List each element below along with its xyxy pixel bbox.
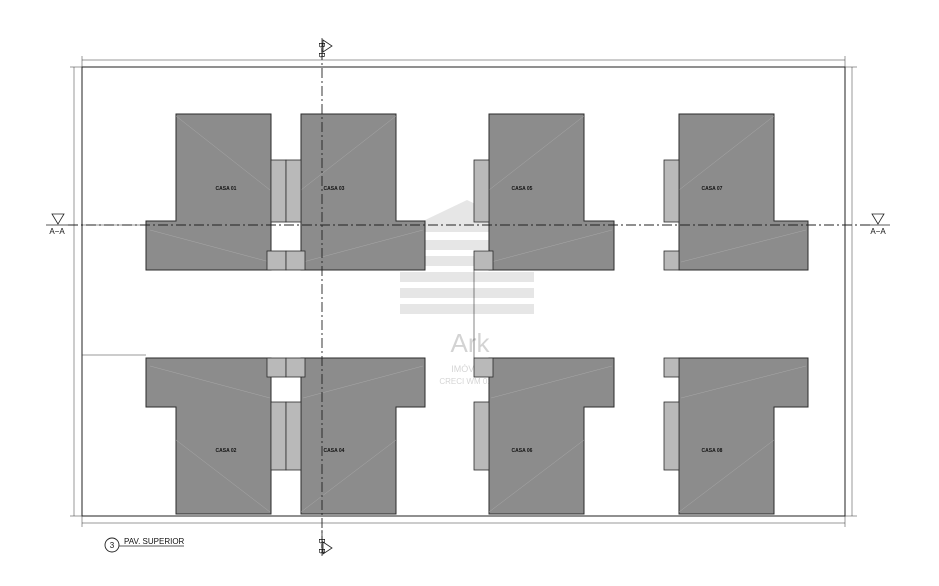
water-tank-boxes <box>266 159 680 471</box>
house-label-casa-02: CASA 02 <box>216 448 237 454</box>
roof-casa-07 <box>678 113 809 271</box>
roof-casa-05 <box>488 113 615 271</box>
house-label-casa-08: CASA 08 <box>702 448 723 454</box>
section-marker-a-right <box>866 213 890 226</box>
house-label-casa-04: CASA 04 <box>324 448 345 454</box>
section-label-b-top: B−B <box>317 42 326 57</box>
roof-casa-01 <box>145 113 272 271</box>
house-label-casa-06: CASA 06 <box>512 448 533 454</box>
house-label-casa-05: CASA 05 <box>512 186 533 192</box>
watermark-line2: CRECI WM 0150 <box>439 377 501 386</box>
title-block <box>104 537 184 553</box>
roof-casa-03 <box>300 113 426 271</box>
house-label-casa-01: CASA 01 <box>216 186 237 192</box>
house-label-casa-07: CASA 07 <box>702 186 723 192</box>
roof-casa-04 <box>300 357 426 515</box>
watermark-name: Ark <box>451 328 491 358</box>
section-marker-b-bottom <box>321 530 333 556</box>
roof-casa-06 <box>488 357 615 515</box>
house-label-casa-03: CASA 03 <box>324 186 345 192</box>
section-marker-b-top <box>321 38 333 60</box>
section-label-a-left: A−A <box>49 227 65 236</box>
watermark-line1: IMÓVEIS <box>451 364 489 374</box>
lot-boundary <box>81 66 846 517</box>
section-label-b-bottom: B−B <box>317 538 326 553</box>
title-block-number: 3 <box>110 541 115 550</box>
dimension-lines <box>70 56 857 527</box>
house-labels: CASA 01 CASA 02 CASA 03 CASA 04 CASA 05 CASA … <box>216 186 723 454</box>
section-marker-a-left <box>46 213 70 226</box>
roof-casa-08 <box>678 357 809 515</box>
section-label-a-right: A−A <box>870 227 886 236</box>
title-block-title: PAV. SUPERIOR <box>124 537 185 546</box>
